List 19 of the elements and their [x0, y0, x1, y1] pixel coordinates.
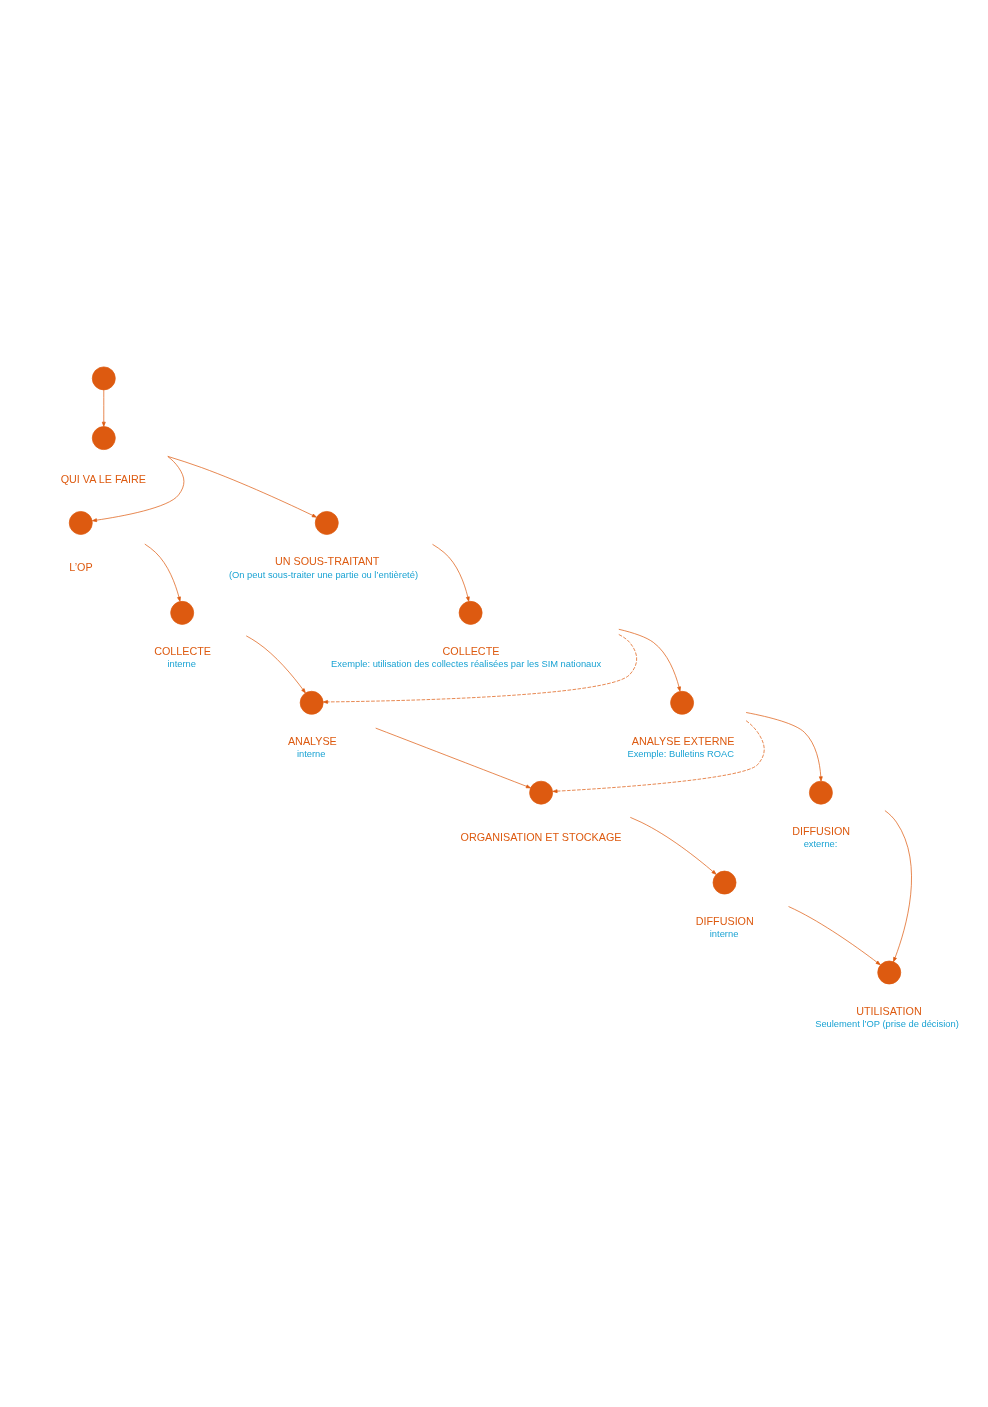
- node-label: COLLECTE: [442, 644, 500, 657]
- node-label: (On peut sous-traiter une partie ou l’entièreté): [228, 569, 419, 580]
- node-label: COLLECTE: [154, 644, 211, 657]
- node-label: interne: [296, 749, 326, 760]
- node-label: ORGANISATION ET STOCKAGE: [460, 830, 622, 843]
- node-label: externe:: [803, 839, 838, 850]
- node-label: DIFFUSION: [792, 824, 851, 837]
- node-label: Seulement l’OP (prise de décision): [815, 1019, 959, 1030]
- node-label: Exemple: utilisation des collectes réalisées par les SIM nationaux: [331, 659, 602, 670]
- node-label: Exemple: Bulletins ROAC: [627, 749, 734, 760]
- node-label: ANALYSE: [287, 734, 337, 747]
- node-label: interne: [167, 659, 197, 670]
- node-label: QUI VA LE FAIRE: [60, 473, 146, 486]
- node-label: interne: [709, 929, 739, 940]
- node-label: L’OP: [69, 560, 93, 573]
- node-label: ANALYSE EXTERNE: [631, 734, 735, 747]
- node-label: UTILISATION: [856, 1004, 922, 1017]
- node-label: UN SOUS-TRAITANT: [274, 555, 380, 568]
- node-label: DIFFUSION: [695, 914, 754, 927]
